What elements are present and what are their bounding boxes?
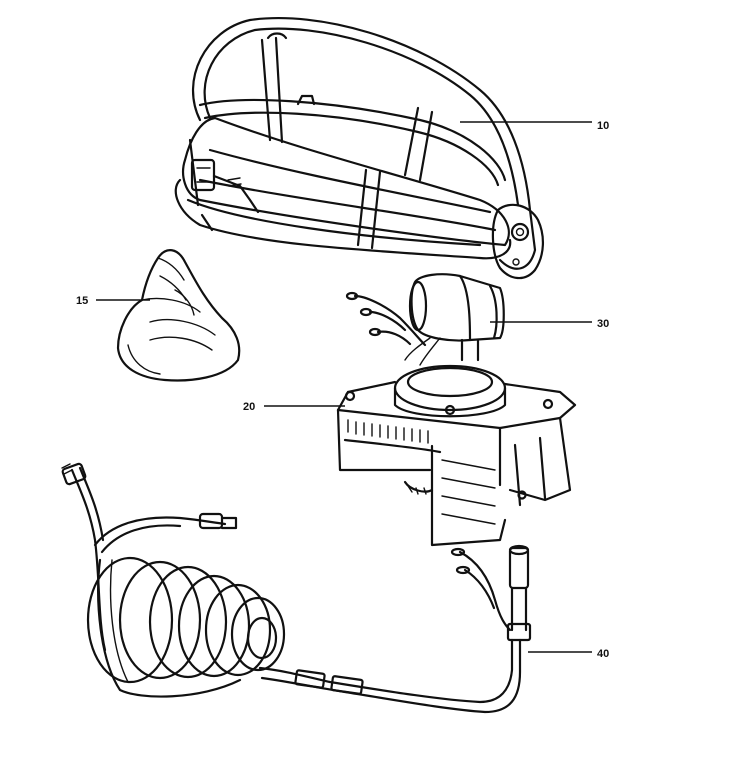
blower-housing (336, 364, 577, 547)
callout-label-15: 15 (76, 295, 88, 307)
hose-assembly (61, 462, 532, 714)
callout-label-40: 40 (597, 648, 609, 660)
callout-label-10: 10 (597, 120, 609, 132)
callout-15: 15 (76, 295, 150, 307)
face-mask (116, 249, 241, 382)
callout-10: 10 (460, 120, 609, 132)
callout-40: 40 (528, 648, 609, 660)
callout-20: 20 (243, 401, 345, 413)
small-motor (345, 273, 505, 366)
callout-label-20: 20 (243, 401, 255, 413)
callout-label-30: 30 (597, 318, 609, 330)
callout-30: 30 (490, 318, 609, 330)
head-harness (174, 16, 544, 280)
